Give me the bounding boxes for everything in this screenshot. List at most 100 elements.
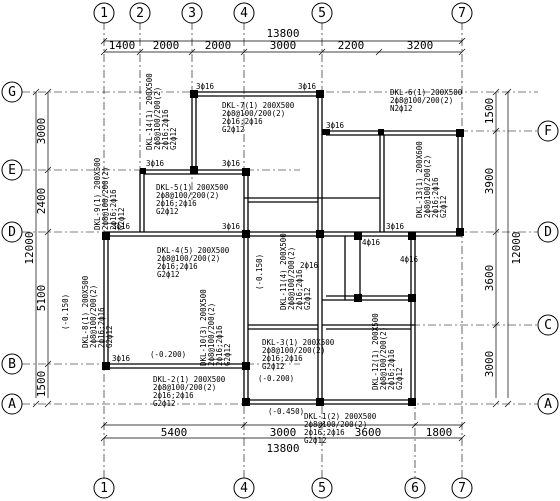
beam-id: DKL-8(1) 200X500 (81, 275, 90, 348)
dim-bottom-1: 5400 (161, 426, 188, 439)
dim-top-2: 2000 (153, 39, 180, 52)
axis-bubbles-bottom: 1 4 5 6 7 (93, 477, 473, 499)
rebar-mark: 3ф16 (146, 159, 165, 168)
beam-stirrup: 2ф8@100/200(2) (423, 155, 432, 218)
dim-left-4: 1500 (35, 371, 48, 398)
beam-label-dkl-6: DKL-6(1) 200X500 2ф8@100/200(2) N2ф12 (390, 88, 463, 113)
beam-bars: 2ф16;2ф16 (153, 391, 194, 400)
beam-stirrup: 2ф8@100/200(2) (89, 285, 98, 348)
axis-7-top: 7 (458, 6, 466, 21)
beam-bars: 2ф16;2ф16 (161, 109, 170, 150)
axis-G-left: G (8, 85, 16, 100)
dim-right-3: 3600 (483, 265, 496, 292)
beam-bars: N2ф12 (390, 104, 413, 113)
axis-2-top: 2 (136, 6, 144, 21)
axis-A-right: A (544, 397, 552, 412)
dim-left-2: 2400 (35, 188, 48, 215)
beam-stirrup: 2ф8@100/200(2) (379, 327, 388, 390)
axis-B-left: B (8, 357, 16, 372)
beam-label-dkl-11: DKL-11(4) 200X500 2ф8@100/200(2) 2ф16;2ф… (279, 233, 312, 310)
beam-side-bars: G2ф12 (105, 325, 114, 348)
dim-top-1: 1400 (109, 39, 136, 52)
rebar-mark: 3ф16 (196, 82, 215, 91)
axis-4-top: 4 (240, 6, 248, 21)
elevation-label: (-0.450) (268, 407, 304, 416)
dim-left-total: 12000 (23, 231, 36, 264)
beam-stirrup: 2ф8@100/200(2) (287, 247, 296, 310)
beam-id: DKL-4(5) 200X500 (157, 246, 230, 255)
beam-label-dkl-9: DKL-9(1) 200X500 2ф8@100/200(2) 2ф16;2ф1… (93, 157, 126, 230)
dimension-lines (32, 37, 512, 442)
axis-7-bottom: 7 (458, 481, 466, 496)
beam-id: DKL-7(1) 200X500 (222, 101, 295, 110)
beam-label-dkl-14: DKL-14(1) 200X500 2ф8@100/200(2) 2ф16;2ф… (145, 73, 178, 150)
dim-right-4: 3000 (483, 351, 496, 378)
elevation-label: (-0.150) (255, 254, 264, 290)
beam-side-bars: G2ф12 (439, 195, 448, 218)
columns (102, 90, 464, 406)
dim-right-1: 1500 (483, 98, 496, 125)
dim-top-5: 2200 (338, 39, 365, 52)
beam-side-bars: G2ф12 (262, 362, 285, 371)
axis-C-right: C (544, 318, 552, 333)
beam-label-dkl-4: DKL-4(5) 200X500 2ф8@100/200(2) 2ф16;2ф1… (157, 246, 230, 279)
dimension-texts: 13800 1400 2000 2000 3000 2200 3200 5400… (23, 27, 523, 455)
beam-bars: 2ф16;2ф16 (387, 349, 396, 390)
dim-left-1: 3000 (35, 118, 48, 145)
axis-bubbles-left: G E D B A (1, 81, 23, 415)
beam-label-dkl-13: DKL-13(1) 200X600 2ф8@100/200(2) 2ф16;2ф… (415, 141, 448, 218)
beam-stirrup: 2ф8@100/200(2) (222, 109, 285, 118)
beam-id: DKL-14(1) 200X500 (145, 73, 154, 150)
beam-bars: 2ф16;2ф16 (109, 189, 118, 230)
dim-top-4: 3000 (270, 39, 297, 52)
beam-side-bars: G2ф12 (222, 125, 245, 134)
beam-id: DKL-5(1) 200X500 (156, 183, 229, 192)
dim-left-3: 5100 (35, 285, 48, 312)
beam-label-dkl-5: DKL-5(1) 200X500 2ф8@100/200(2) 2ф16;2ф1… (156, 183, 229, 216)
axis-3-top: 3 (188, 6, 196, 21)
beam-id: DKL-6(1) 200X500 (390, 88, 463, 97)
beam-label-dkl-7: DKL-7(1) 200X500 2ф8@100/200(2) 2ф16;2ф1… (222, 101, 295, 134)
rebar-mark: 3ф16 (386, 222, 405, 231)
support-rebar-marks: 3ф16 3ф16 3ф16 3ф16 3ф16 3ф16 3ф16 3ф16 … (112, 82, 419, 363)
beam-stirrup: 2ф8@100/200(2) (157, 254, 220, 263)
axis-bubbles-top: 1 2 3 4 5 7 (93, 2, 473, 24)
beam-id: DKL-2(1) 200X500 (153, 375, 226, 384)
beam-bars: 2ф16;2ф16 (157, 262, 198, 271)
rebar-mark: 3ф16 (112, 222, 131, 231)
axis-D-left: D (8, 225, 16, 240)
beam-side-bars: G2ф12 (153, 399, 176, 408)
beam-bars: 2ф16;2ф16 (222, 117, 263, 126)
beam-outlines (103, 91, 463, 405)
beam-stirrup: 2ф8@100/200(2) (101, 167, 110, 230)
beam-id: DKL-13(1) 200X600 (415, 141, 424, 218)
dim-right-2: 3900 (483, 168, 496, 195)
axis-F-right: F (544, 124, 552, 139)
dim-top-3: 2000 (205, 39, 232, 52)
beam-bars: 2ф16;2ф16 (304, 428, 345, 437)
beam-side-bars: G2ф12 (395, 367, 404, 390)
rebar-mark: 4ф16 (362, 238, 381, 247)
rebar-mark: 3ф16 (326, 121, 345, 130)
dim-top-total: 13800 (266, 27, 299, 40)
axis-5-top: 5 (318, 6, 326, 21)
axis-E-left: E (8, 163, 16, 178)
axis-4-bottom: 4 (240, 481, 248, 496)
beam-stirrup: 2ф8@100/200(2) (390, 96, 453, 105)
beam-label-dkl-2: DKL-2(1) 200X500 2ф8@100/200(2) 2ф16;2ф1… (153, 375, 226, 408)
beam-label-dkl-8: DKL-8(1) 200X500 2ф8@100/200(2) 2ф16;2ф1… (81, 275, 114, 348)
axis-A-left: A (8, 397, 16, 412)
beam-stirrup: 2ф8@100/200(2) (153, 87, 162, 150)
elevation-label: (-0.200) (150, 350, 186, 359)
beam-label-dkl-12: DKL-12(1) 200X500 2ф8@100/200(2) 2ф16;2ф… (371, 313, 404, 390)
beam-annotations: DKL-14(1) 200X500 2ф8@100/200(2) 2ф16;2ф… (81, 73, 463, 445)
elevation-marks: (-0.150) (-0.150) (-0.200) (-0.200) (-0.… (61, 254, 304, 416)
rebar-mark: 3ф16 (222, 222, 241, 231)
beam-bars: 2ф16;2ф16 (215, 325, 224, 366)
elevation-label: (-0.150) (61, 294, 70, 330)
beam-id: DKL-12(1) 200X500 (371, 313, 380, 390)
dim-bottom-4: 1800 (426, 426, 453, 439)
beam-side-bars: G2ф12 (169, 127, 178, 150)
beam-id: DKL-1(2) 200X500 (304, 412, 377, 421)
